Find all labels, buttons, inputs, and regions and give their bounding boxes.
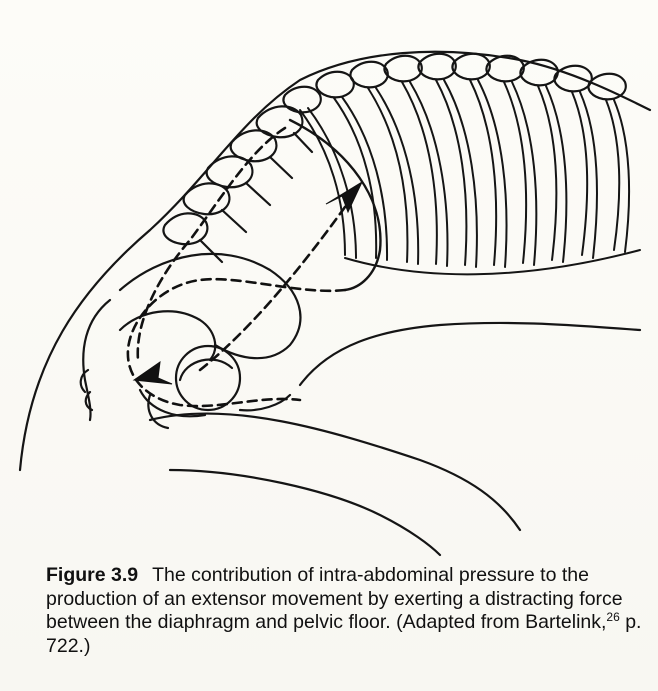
thigh-outline-lower	[170, 470, 440, 555]
acetabulum	[176, 346, 240, 410]
arrow-down-pelvic-floor	[134, 362, 172, 384]
abdominal-cavity-outline	[128, 279, 345, 406]
abdominal-cavity-upper	[138, 128, 285, 360]
pubis	[140, 390, 290, 416]
body-outline-belly	[300, 323, 640, 385]
spine-pelvis-illustration	[0, 0, 658, 560]
sacrum	[83, 300, 110, 420]
femoral-head	[180, 359, 232, 380]
pressure-line	[200, 200, 350, 370]
rib-cage	[300, 80, 640, 274]
citation-reference: 26	[606, 610, 619, 624]
figure-label: Figure 3.9	[46, 564, 138, 586]
lumbar-vertebrae	[164, 106, 312, 262]
ischium	[120, 311, 215, 360]
citation-prefix: (Adapted from Bartelink,	[396, 611, 606, 633]
